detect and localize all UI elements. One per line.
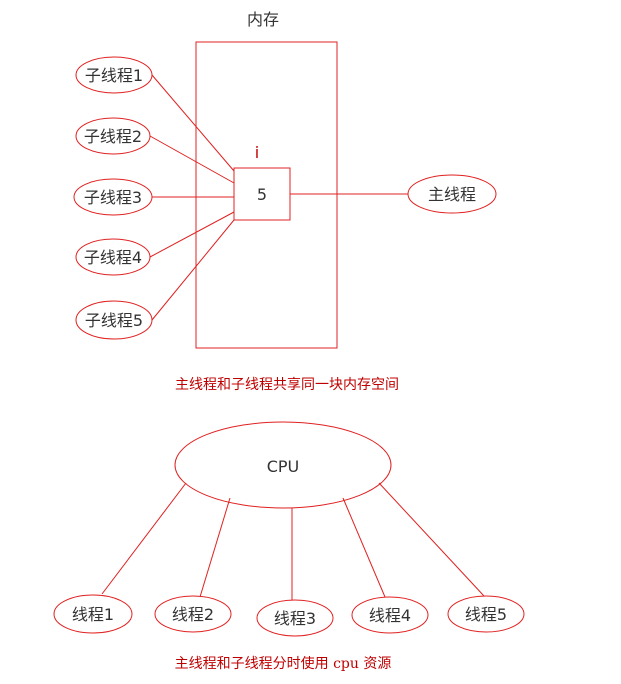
thread-2-label: 线程2 (172, 605, 214, 624)
thread-4-link (342, 497, 386, 598)
child-thread-5-label: 子线程5 (85, 311, 143, 330)
child-thread-5-link (151, 219, 235, 321)
thread-3-label: 线程3 (274, 609, 316, 628)
child-thread-2-link (149, 135, 235, 184)
child-thread-3-node (73, 178, 153, 216)
cpu-label: CPU (267, 457, 300, 476)
variable-name: i (255, 143, 259, 162)
thread-2-link (199, 497, 231, 598)
variable-value: 5 (257, 185, 267, 204)
child-thread-5-node (75, 300, 153, 340)
thread-4-label: 线程4 (369, 606, 411, 625)
thread-2-node (154, 595, 232, 633)
main-thread-node (407, 174, 497, 214)
thread-1-link (101, 482, 187, 595)
child-thread-3-label: 子线程3 (84, 188, 142, 207)
child-thread-1-label: 子线程1 (85, 66, 143, 85)
thread-5-link (378, 482, 485, 597)
child-thread-1-node (75, 56, 153, 94)
thread-1-node (53, 594, 133, 634)
child-thread-4-node (75, 238, 151, 276)
thread-3-node (256, 599, 334, 637)
thread-5-node (447, 595, 525, 633)
thread-1-label: 线程1 (72, 605, 114, 624)
child-thread-2-node (75, 117, 151, 155)
child-thread-4-link (149, 211, 235, 258)
child-thread-1-link (151, 74, 235, 172)
cpu-node (174, 421, 392, 509)
thread-4-node (351, 596, 429, 634)
child-thread-2-label: 子线程2 (84, 127, 142, 146)
shared-memory-caption: 主线程和子线程共享同一块内存空间 (175, 376, 399, 393)
main-thread-label: 主线程 (428, 185, 476, 204)
child-thread-4-label: 子线程4 (84, 248, 142, 267)
thread-5-label: 线程5 (465, 605, 507, 624)
cpu-timeshare-caption: 主线程和子线程分时使用 cpu 资源 (175, 655, 392, 672)
memory-label: 内存 (247, 10, 279, 29)
memory-block (195, 41, 338, 349)
